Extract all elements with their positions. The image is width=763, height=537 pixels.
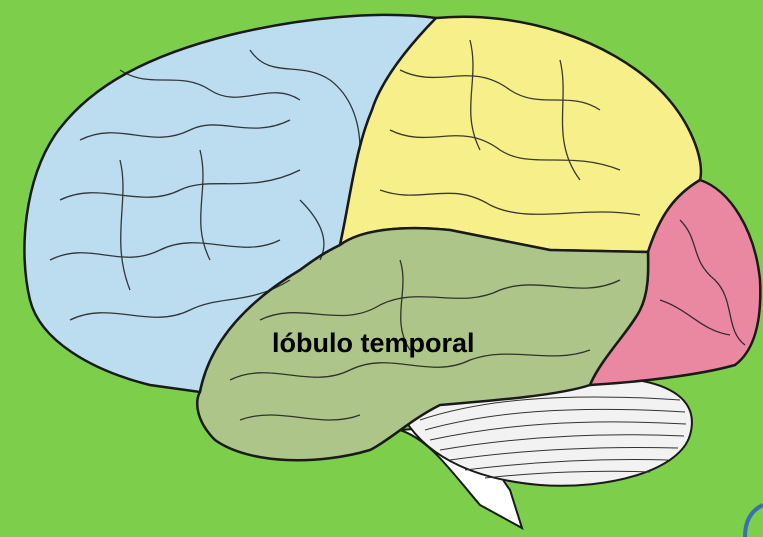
- temporal-lobe-label: lóbulo temporal: [272, 328, 475, 359]
